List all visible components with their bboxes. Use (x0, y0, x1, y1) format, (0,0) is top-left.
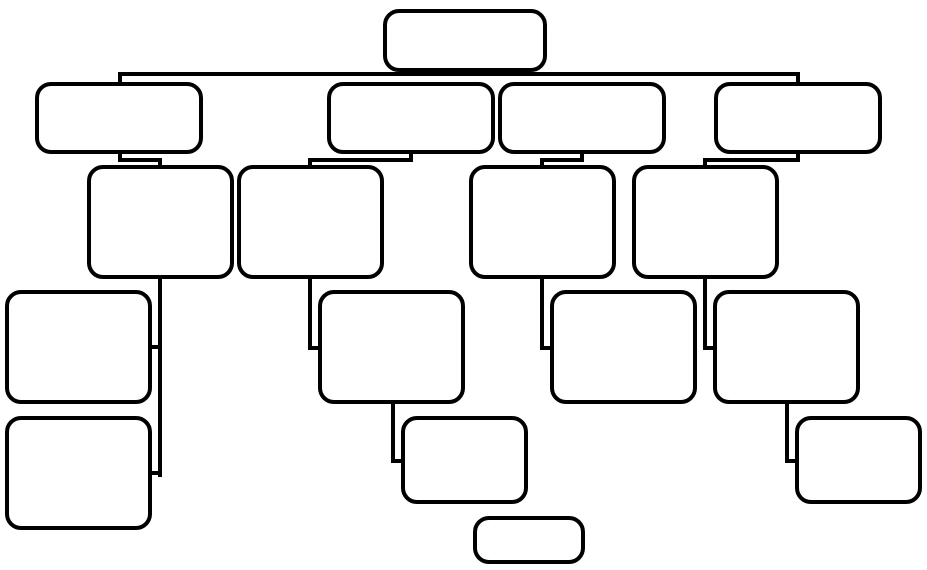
level3-c1-box-shape (550, 290, 697, 404)
root-box (383, 9, 547, 72)
level3-a1-box-shape (5, 290, 152, 404)
level2-c-to-level3-c1-connector (540, 275, 554, 350)
level2-b-box (237, 165, 384, 279)
level3-d1-to-level3-d2-connector (785, 400, 799, 463)
level3-b2-box (401, 416, 528, 504)
level3-a1-box (5, 290, 152, 404)
level2-d-box (632, 165, 779, 279)
root-box-shape (383, 9, 547, 72)
level1-c-box-shape (498, 82, 666, 154)
level1-a-box-shape (35, 82, 203, 154)
level1-d-box-shape (714, 82, 882, 154)
level1-b-to-level2-b-connector (308, 150, 413, 169)
footer-box-box-shape (473, 516, 585, 564)
level3-c1-box (550, 290, 697, 404)
footer-box-box (473, 516, 585, 564)
level1-b-box (327, 82, 495, 154)
level3-d2-box (795, 416, 922, 504)
level3-b1-box (318, 290, 465, 404)
level1-c-box (498, 82, 666, 154)
level2-d-box-shape (632, 165, 779, 279)
level2-d-to-level3-d1-connector (703, 275, 717, 350)
level1-d-box (714, 82, 882, 154)
level2-c-box (469, 165, 616, 279)
level3-d1-box (713, 290, 860, 404)
level3-d2-box-shape (795, 416, 922, 504)
root-bus-connector (118, 72, 800, 86)
level3-b2-box-shape (401, 416, 528, 504)
level2-b-box-shape (237, 165, 384, 279)
level1-c-to-level2-c-connector (540, 150, 584, 169)
level1-b-box-shape (327, 82, 495, 154)
level2-a-box-shape (87, 165, 234, 279)
level2-c-box-shape (469, 165, 616, 279)
level3-b1-to-level3-b2-connector (391, 400, 405, 463)
level2-b-to-level3-b1-connector (308, 275, 322, 350)
chart-boxes (5, 9, 922, 564)
level1-d-to-level2-d-connector (703, 150, 800, 169)
level3-a2-box-shape (5, 416, 152, 530)
connector-lines (118, 68, 800, 477)
level3-b1-box-shape (318, 290, 465, 404)
level1-a-to-level2-a-connector (118, 150, 162, 169)
level3-a2-box (5, 416, 152, 530)
level3-d1-box-shape (713, 290, 860, 404)
level1-a-box (35, 82, 203, 154)
level2-a-box (87, 165, 234, 279)
